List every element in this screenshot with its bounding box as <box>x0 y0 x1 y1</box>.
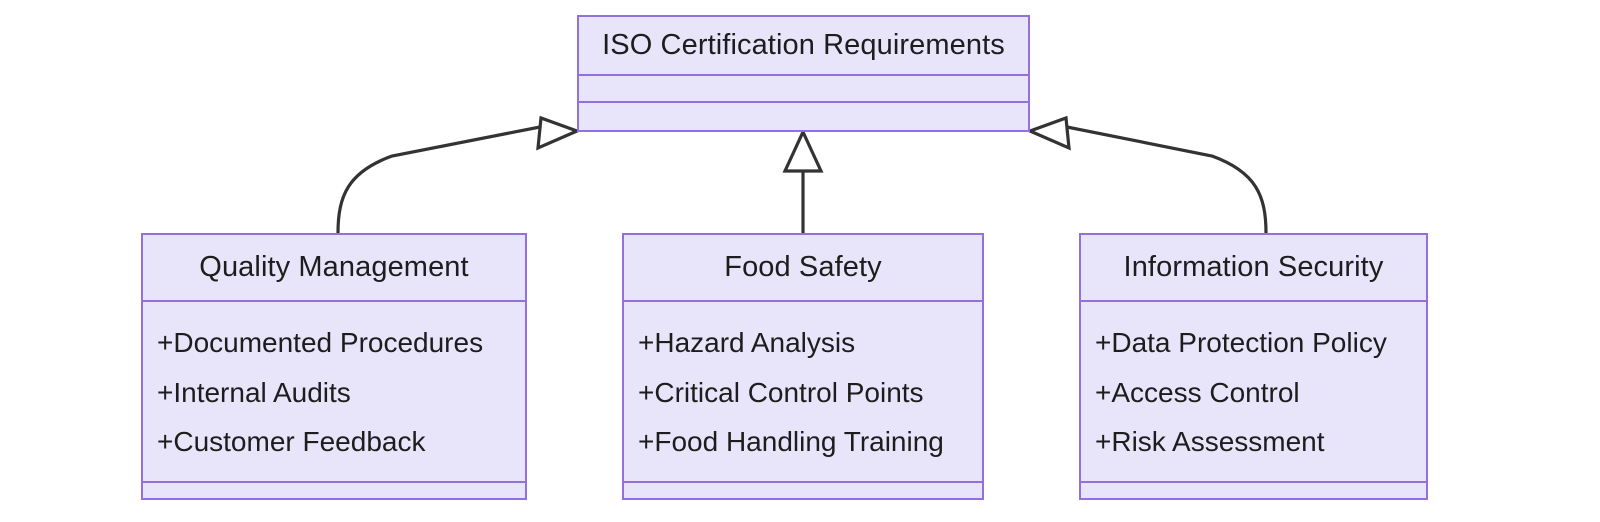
class-attribute: +Documented Procedures <box>157 327 484 359</box>
class-attribute: +Internal Audits <box>157 376 351 408</box>
class-title: Food Safety <box>624 235 982 303</box>
class-title: Information Security <box>1081 235 1426 303</box>
class-methods-compartment <box>579 103 1028 130</box>
class-methods-compartment <box>624 483 982 498</box>
class-box-quality-management[interactable]: Quality Management +Documented Procedure… <box>141 233 527 500</box>
class-attribute: +Hazard Analysis <box>638 327 856 359</box>
class-attribute: +Data Protection Policy <box>1095 327 1387 359</box>
class-attribute: +Critical Control Points <box>638 376 924 408</box>
class-attributes-compartment <box>579 76 1028 104</box>
class-methods-compartment <box>143 483 525 498</box>
class-attribute: +Customer Feedback <box>157 425 426 457</box>
class-attribute: +Food Handling Training <box>638 425 944 457</box>
class-box-information-security[interactable]: Information Security +Data Protection Po… <box>1079 233 1428 500</box>
class-box-iso-certification-requirements[interactable]: ISO Certification Requirements <box>577 15 1030 132</box>
generalization-arrowhead-quality <box>536 115 582 151</box>
generalization-edge-infosec <box>1060 124 1268 235</box>
class-attribute: +Risk Assessment <box>1095 425 1325 457</box>
class-attributes-compartment: +Hazard Analysis +Critical Control Point… <box>624 302 982 484</box>
class-methods-compartment <box>1081 483 1426 498</box>
class-title: Quality Management <box>143 235 525 303</box>
class-attribute: +Access Control <box>1095 376 1300 408</box>
class-attributes-compartment: +Documented Procedures +Internal Audits … <box>143 302 525 484</box>
generalization-arrowhead-food <box>782 128 824 173</box>
generalization-arrowhead-infosec <box>1025 115 1071 151</box>
class-title: ISO Certification Requirements <box>579 17 1028 77</box>
generalization-edge-quality <box>336 124 547 235</box>
class-box-food-safety[interactable]: Food Safety +Hazard Analysis +Critical C… <box>622 233 984 500</box>
class-attributes-compartment: +Data Protection Policy +Access Control … <box>1081 302 1426 484</box>
